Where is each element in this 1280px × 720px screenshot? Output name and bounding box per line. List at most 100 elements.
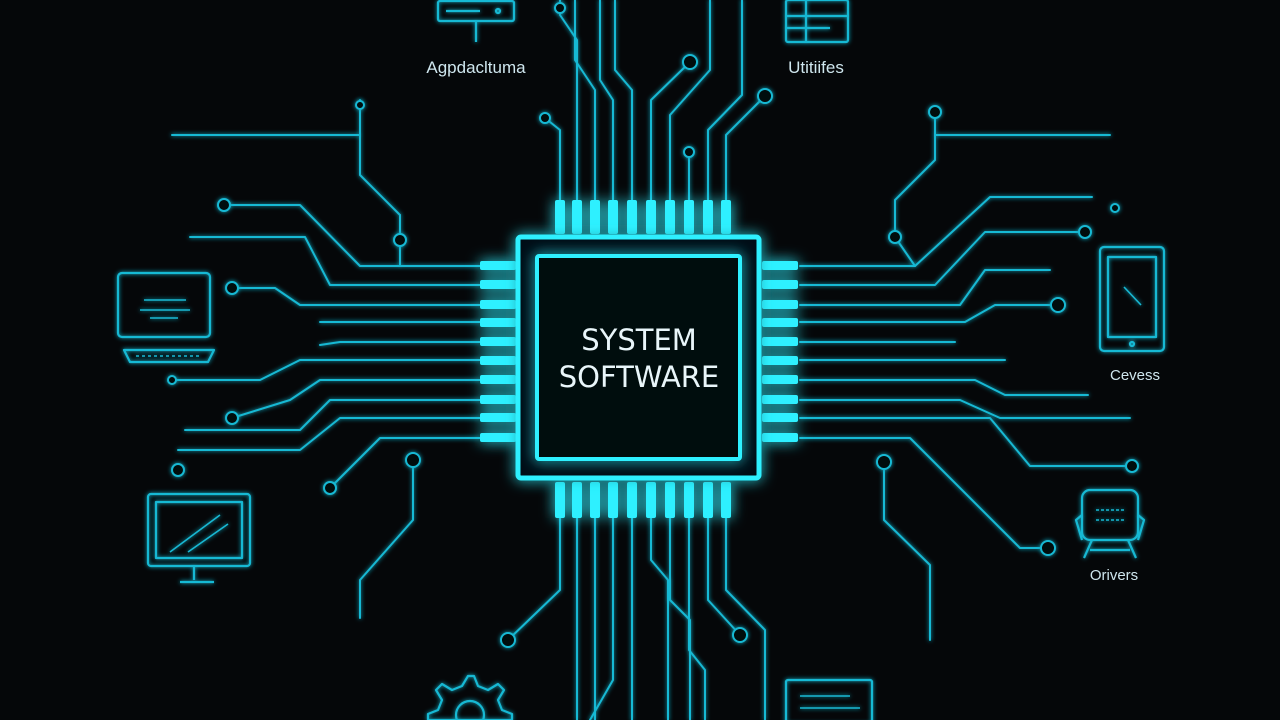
trace-pad <box>1078 225 1092 239</box>
chip-pin <box>762 261 798 270</box>
trace <box>231 287 481 306</box>
trace-pad <box>225 281 239 295</box>
chip-pin <box>703 482 713 518</box>
chip-pin <box>608 482 618 518</box>
trace <box>725 95 766 201</box>
server-icon <box>436 0 516 42</box>
trace-pad <box>876 454 892 470</box>
trace <box>707 0 743 201</box>
trace <box>799 269 1051 306</box>
chip-pin <box>480 413 516 422</box>
trace <box>614 0 633 201</box>
chip-pin <box>762 413 798 422</box>
chip-pin <box>480 375 516 384</box>
trace <box>799 196 1093 267</box>
trace <box>799 231 1086 286</box>
tablet-icon <box>1098 245 1166 353</box>
document-icon <box>784 678 874 720</box>
trace-pad <box>171 463 185 477</box>
chip-pin <box>665 482 675 518</box>
chip-pin <box>665 200 675 234</box>
trace <box>707 484 741 636</box>
chip-pin <box>762 280 798 289</box>
chip-pin <box>480 433 516 442</box>
trace-pad <box>405 452 421 468</box>
trace <box>189 236 481 286</box>
chip-pin <box>646 200 656 234</box>
chip-pin <box>555 200 565 234</box>
trace <box>507 484 561 641</box>
label-top-right: Utitiifes <box>788 58 844 77</box>
trace-pad <box>217 198 231 212</box>
monitor-icon <box>146 492 252 584</box>
label-right-low: Orivers <box>1090 567 1138 584</box>
trace-pad <box>683 146 695 158</box>
trace <box>650 61 691 201</box>
chip-pin <box>721 200 731 234</box>
trace <box>688 484 706 720</box>
chip-pin <box>480 300 516 309</box>
trace <box>184 399 481 431</box>
trace <box>589 484 614 720</box>
circuit-traces <box>171 0 1133 720</box>
trace-pad <box>1110 203 1120 213</box>
trace <box>883 461 931 641</box>
trace-pad <box>1050 297 1066 313</box>
chip-pin <box>684 482 694 518</box>
chip-pin <box>762 337 798 346</box>
cpu-chip: SYSTEM SOFTWARE <box>515 234 762 481</box>
trace <box>177 417 481 451</box>
chip-pin <box>684 200 694 234</box>
chip-pin <box>762 375 798 384</box>
trace-pad <box>167 375 177 385</box>
chip-pin <box>480 318 516 327</box>
trace <box>650 484 669 720</box>
chip-pin <box>762 318 798 327</box>
chip-pin <box>762 356 798 365</box>
chip-pin <box>572 482 582 518</box>
printer-icon <box>1074 488 1146 559</box>
trace-end-pads <box>167 2 1139 648</box>
chip-pin <box>627 200 637 234</box>
chip-pin <box>480 280 516 289</box>
trace-pad <box>1040 540 1056 556</box>
trace <box>359 459 414 619</box>
chip-pin <box>721 482 731 518</box>
laptop-icon <box>116 271 216 364</box>
chip-pin <box>646 482 656 518</box>
trace <box>799 399 1131 419</box>
trace <box>799 304 1059 323</box>
chip-pin <box>572 200 582 234</box>
trace <box>231 379 481 419</box>
trace <box>669 484 691 720</box>
trace <box>544 117 561 201</box>
chip-pin <box>555 482 565 518</box>
trace-pad <box>355 100 365 110</box>
chip-pin <box>480 356 516 365</box>
trace-pad <box>554 2 566 14</box>
chip-pin <box>762 300 798 309</box>
trace-pad <box>928 105 942 119</box>
trace-pad <box>757 88 773 104</box>
trace <box>799 417 1133 467</box>
trace-pad <box>225 411 239 425</box>
trace <box>799 379 1089 396</box>
trace-pad <box>393 233 407 247</box>
chip-title-line-1: SYSTEM <box>581 323 697 357</box>
trace <box>669 0 711 201</box>
label-top-left: Agpdacltuma <box>426 58 526 77</box>
label-right-mid: Cevess <box>1110 367 1160 384</box>
trace <box>329 437 481 489</box>
gear-icon <box>426 674 514 720</box>
trace-pad <box>732 627 748 643</box>
chip-pin <box>627 482 637 518</box>
chip-pin <box>480 395 516 404</box>
chip-pin <box>608 200 618 234</box>
trace <box>223 204 481 267</box>
chip-inner-frame <box>535 254 742 461</box>
chip-pin <box>762 395 798 404</box>
chip-pin <box>590 200 600 234</box>
trace <box>599 0 614 201</box>
chip-pin <box>480 261 516 270</box>
trace <box>574 0 596 201</box>
